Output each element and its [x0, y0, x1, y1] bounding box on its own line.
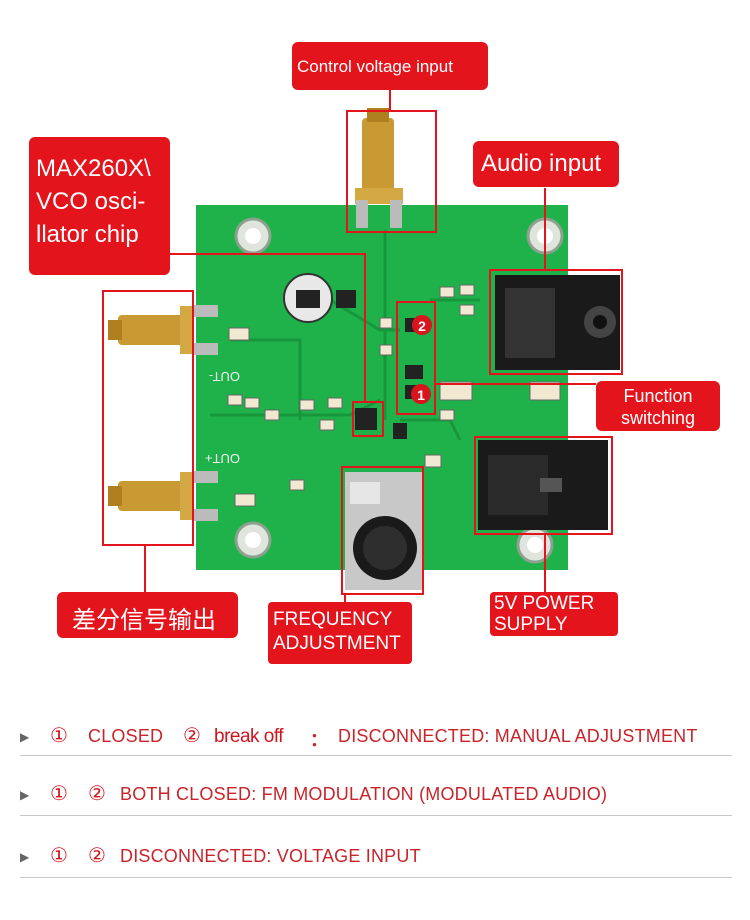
callout-function-line2: switching [620, 408, 696, 428]
board-illustration: 2 1 OUT- OUT+ [102, 90, 623, 602]
note-1-text1: CLOSED [88, 726, 164, 746]
bullet-arrow-icon: ▶ [20, 730, 30, 744]
callout-frequency-adjustment: FREQUENCY ADJUSTMENT [268, 602, 412, 664]
callout-vco-chip-line3: llator chip [36, 221, 139, 248]
sma-out-plus [108, 471, 218, 521]
note-1-num1: ① [50, 725, 68, 747]
callout-vco-chip-line2: VCO osci- [36, 188, 146, 215]
jumper-2-label: 2 [418, 318, 426, 334]
callout-frequency-line1: FREQUENCY [273, 609, 393, 630]
bullet-arrow-icon: ▶ [20, 850, 30, 864]
note-1-text3: DISCONNECTED: MANUAL ADJUSTMENT [338, 726, 698, 746]
audio-jack [495, 275, 620, 370]
dc-power-jack [478, 440, 608, 530]
callout-function-switching: Function switching [596, 381, 720, 431]
note-2-num1: ① [50, 783, 68, 805]
jumper-1-label: 1 [417, 387, 425, 403]
callout-audio-input-text: Audio input [481, 150, 602, 177]
function-switch-jumpers [405, 315, 432, 404]
callout-control-voltage: Control voltage input [292, 42, 488, 90]
jumper-2-marker [412, 315, 432, 335]
callout-vco-chip: MAX260X\ VCO osci- llator chip [29, 137, 170, 275]
callout-frequency-line2: ADJUSTMENT [273, 633, 401, 654]
note-row-1: ▶ ① CLOSED ② break off ： DISCONNECTED: M… [20, 722, 732, 752]
callout-control-voltage-text: Control voltage input [297, 57, 453, 76]
ic-u2 [336, 290, 356, 308]
divider [20, 755, 732, 756]
note-3-text: DISCONNECTED: VOLTAGE INPUT [120, 846, 421, 866]
callout-vco-chip-line1: MAX260X\ [36, 155, 151, 182]
callout-5v-power: 5V POWER SUPPLY [490, 592, 618, 636]
note-1-text2: break off [214, 726, 284, 747]
frequency-potentiometer [345, 472, 423, 590]
out-plus-silkscreen: OUT+ [205, 451, 240, 466]
callout-diff-output-text: 差分信号输出 [72, 607, 216, 634]
out-minus-silkscreen: OUT- [209, 369, 240, 384]
callout-lines [144, 90, 596, 602]
divider [20, 815, 732, 816]
callout-diff-output: 差分信号输出 [57, 592, 238, 638]
note-2-num2: ② [88, 783, 106, 805]
vco-chip [355, 408, 377, 430]
note-3-num1: ① [50, 845, 68, 867]
callout-audio-input: Audio input [473, 141, 619, 187]
callout-function-line1: Function [623, 386, 693, 406]
note-2-text: BOTH CLOSED: FM MODULATION (MODULATED AU… [120, 784, 608, 804]
note-3-num2: ② [88, 845, 106, 867]
divider [20, 877, 732, 878]
highlight-outlines [102, 110, 623, 595]
note-row-3: ▶ ① ② DISCONNECTED: VOLTAGE INPUT [20, 842, 732, 872]
smd-parts [227, 284, 561, 507]
sma-out-minus [108, 305, 218, 355]
note-1-num2: ② [183, 725, 201, 747]
note-row-2: ▶ ① ② BOTH CLOSED: FM MODULATION (MODULA… [20, 780, 732, 810]
bullet-arrow-icon: ▶ [20, 788, 30, 802]
callout-power-line2: SUPPLY [494, 614, 568, 635]
jumper-1-marker [411, 384, 431, 404]
note-1-separator: ： [310, 730, 329, 750]
callout-power-line1: 5V POWER [494, 593, 595, 614]
